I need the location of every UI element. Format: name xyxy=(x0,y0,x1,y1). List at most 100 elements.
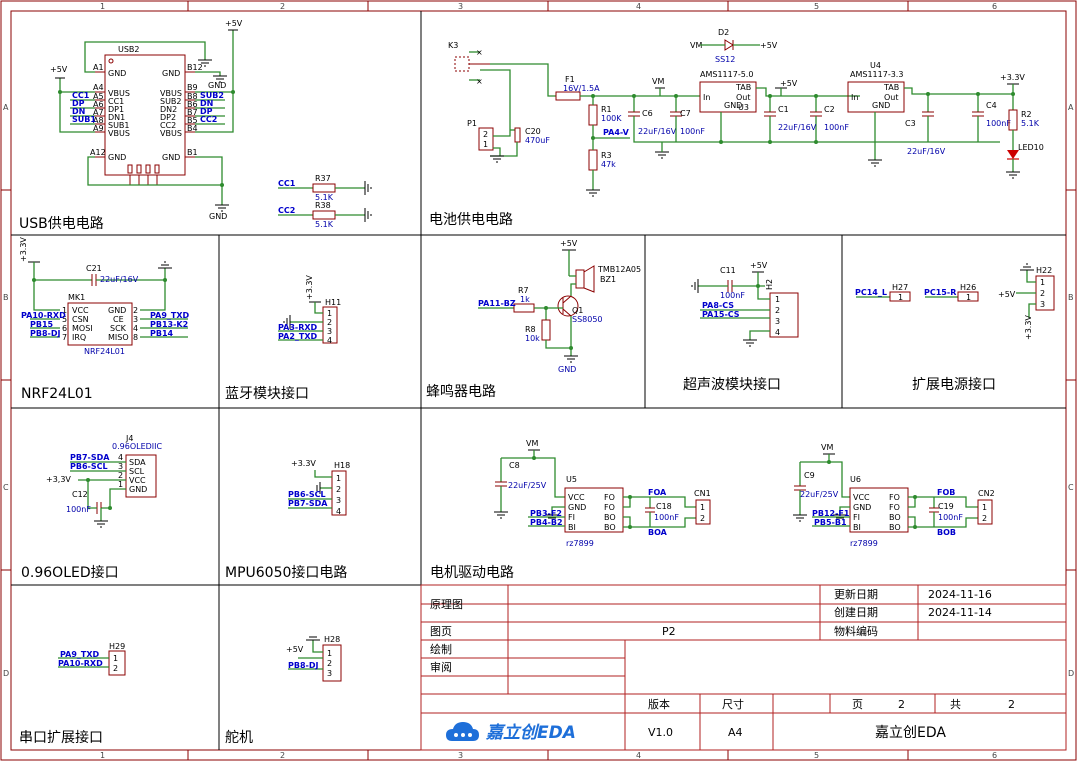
u5-rp-0: FO xyxy=(604,493,615,502)
usb-shield-pins xyxy=(127,164,160,185)
usb-ground-symbols xyxy=(55,29,238,212)
r2-ref: R2 xyxy=(1021,110,1032,119)
buzzer-circuit: +5V TMB12A05 BZ1 Q1 SS8050 R7 1k R8 10k … xyxy=(478,239,641,374)
tb-pageno-label: 页 xyxy=(852,698,863,711)
r37-ref: R37 xyxy=(315,174,331,183)
nrf-rp-3: 8 xyxy=(133,333,138,342)
pwr-net-pc15: PC15-R xyxy=(924,288,956,297)
c6-ref: C6 xyxy=(642,109,653,118)
tb-total-val: 2 xyxy=(1008,698,1015,711)
u5-rp-2: BO xyxy=(604,513,616,522)
r1-ref: R1 xyxy=(601,105,612,114)
tb-pageno-val: 2 xyxy=(898,698,905,711)
usb-rpn-2: SUB2 xyxy=(160,97,182,106)
q1-transistor xyxy=(557,295,579,317)
c1-val: 22uF/16V xyxy=(778,123,817,132)
mpu-net-pb7: PB7-SDA xyxy=(288,499,328,508)
motor-net-pb4: PB4-B2 xyxy=(530,518,563,527)
servo-circuit: +5V H28 1 2 3 PB8-DJ xyxy=(286,635,342,682)
usb-gnd1: GND xyxy=(208,81,226,90)
usb-5v-left-label: +5V xyxy=(50,65,68,74)
grid-col-2b: 2 xyxy=(280,751,285,760)
pwr-ext-circuit: 1 H27 PC14_L 1 H26 PC15-R H22 1 2 3 +5V … xyxy=(855,263,1055,340)
u6-driver xyxy=(849,487,909,533)
u5-driver xyxy=(564,487,624,533)
u4-value: AMS1117-3.3 xyxy=(850,70,903,79)
grid-row-d2: D xyxy=(1068,669,1074,678)
usb-pin-b7: B7 xyxy=(187,108,198,117)
u5-lp-2: FI xyxy=(568,513,575,522)
h2-header xyxy=(769,292,799,338)
c12-val: 100nF xyxy=(66,505,91,514)
k3-nc2: × xyxy=(476,77,483,86)
pwr-net-pc14: PC14_L xyxy=(855,288,887,297)
p1-pin2: 2 xyxy=(483,130,488,139)
bt-circuit: +3.3V H11 1 2 3 4 PA3-RXD PA2_TXD xyxy=(278,275,341,345)
section-motor-title: 电机驱动电路 xyxy=(430,565,514,581)
motor-net-pb12: PB12-F1 xyxy=(812,509,850,518)
h29-pin-1: 1 xyxy=(113,654,118,663)
j4-scl: SCL xyxy=(129,467,145,476)
usb-pin-a1: A1 xyxy=(93,63,104,72)
usb-pin-b4: B4 xyxy=(187,124,198,133)
u3-regulator xyxy=(699,81,757,113)
c7-ref: C7 xyxy=(680,109,691,118)
h2-pin-1: 1 xyxy=(775,295,780,304)
c21-ref: C21 xyxy=(86,264,102,273)
motor-net-pb5: PB5-B1 xyxy=(814,518,847,527)
section-battery-title: 电池供电电路 xyxy=(429,212,513,228)
r7-ref: R7 xyxy=(518,286,529,295)
h22-5v: +5V xyxy=(998,290,1016,299)
u6-rp-3: BO xyxy=(889,523,901,532)
usb-rpn-6: VBUS xyxy=(160,129,182,138)
usb-net-cc2: CC2 xyxy=(200,115,217,124)
motor-net-boa: BOA xyxy=(648,528,668,537)
h26-ref: H26 xyxy=(960,283,976,292)
u3-in: In xyxy=(703,93,710,102)
tb-version-label: 版本 xyxy=(648,697,670,711)
k3-nc1: × xyxy=(476,48,483,57)
usb-rpn-1: VBUS xyxy=(160,89,182,98)
c1-ref: C1 xyxy=(778,105,789,114)
p1-ref: P1 xyxy=(467,119,477,128)
j4-gnd: GND xyxy=(129,485,147,494)
tb-review-label: 审阅 xyxy=(430,660,452,674)
tb-update-val: 2024-11-16 xyxy=(928,588,992,601)
usb-lpn-0: GND xyxy=(108,69,126,78)
u5-lp-1: GND xyxy=(568,503,586,512)
u3-gnd: GND xyxy=(724,101,742,110)
h11-header xyxy=(322,306,338,344)
nrf-rp-2: 4 xyxy=(133,324,138,333)
c18-ref: C18 xyxy=(656,502,672,511)
h18-pin-2: 2 xyxy=(336,485,341,494)
motor-vm1: VM xyxy=(526,439,538,448)
r8-val: 10k xyxy=(525,334,540,343)
tb-total-label: 共 xyxy=(950,698,961,711)
motor-vm2: VM xyxy=(821,443,833,452)
tb-create-label: 创建日期 xyxy=(834,605,878,619)
q1-ref: Q1 xyxy=(572,306,583,315)
nrf-lpn-1: CSN xyxy=(72,315,89,324)
grid-col-1: 1 xyxy=(100,2,105,11)
p1-connector xyxy=(478,127,494,151)
nrf-lp-3: 7 xyxy=(62,333,67,342)
usb-lpn-3: DP1 xyxy=(108,105,124,114)
usb-cc-resistors: CC1 CC2 R37 5.1K R38 5.1K xyxy=(278,174,372,229)
cn2-pin-1: 1 xyxy=(982,503,987,512)
tb-version-val: V1.0 xyxy=(648,726,673,739)
c7-val: 100nF xyxy=(680,127,705,136)
fuse-f1 xyxy=(555,91,581,101)
tb-update-label: 更新日期 xyxy=(834,587,878,601)
mpu-33v: +3.3V xyxy=(291,459,316,468)
nrf-rp-0: 2 xyxy=(133,306,138,315)
h2-pin-4: 4 xyxy=(775,328,780,337)
grid-col-1b: 1 xyxy=(100,751,105,760)
h22-33v: +3.3V xyxy=(1024,315,1033,340)
mk1-ref: MK1 xyxy=(68,293,85,302)
d2-diode xyxy=(724,39,734,51)
c9-val: 22uF/25V xyxy=(800,490,839,499)
nrf-rpn-1: CE xyxy=(113,315,124,324)
j4-pin-3: 3 xyxy=(118,462,123,471)
grid-col-4: 4 xyxy=(636,2,641,11)
nrf-33v: +3.3V xyxy=(19,237,28,262)
